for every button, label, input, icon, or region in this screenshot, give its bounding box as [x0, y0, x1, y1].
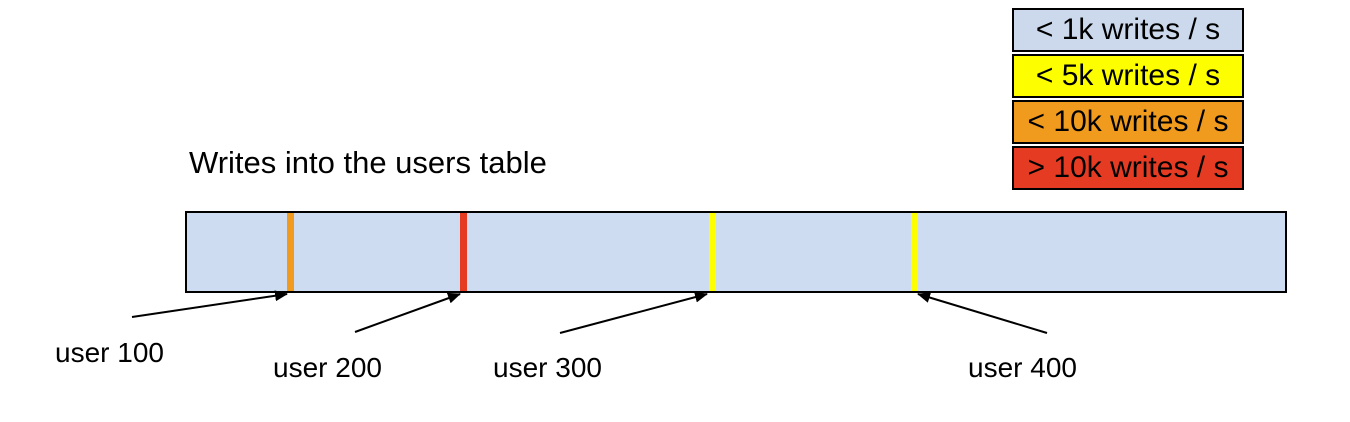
users-table-bar — [185, 211, 1287, 293]
legend-item-under-10k: < 10k writes / s — [1012, 100, 1244, 144]
legend-item-under-1k: < 1k writes / s — [1012, 8, 1244, 52]
label-user-200: user 200 — [273, 352, 382, 383]
write-hotspot-marker-user-300 — [709, 213, 716, 291]
legend-item-under-5k: < 5k writes / s — [1012, 54, 1244, 98]
arrow-user-200 — [354, 292, 461, 333]
legend: < 1k writes / s < 5k writes / s < 10k wr… — [1012, 8, 1244, 192]
legend-item-over-10k: > 10k writes / s — [1012, 146, 1244, 190]
write-hotspot-marker-user-100 — [287, 213, 294, 291]
legend-item-label: < 5k writes / s — [1035, 59, 1221, 92]
arrow-user-300 — [559, 291, 708, 334]
legend-item-label: < 1k writes / s — [1035, 13, 1221, 46]
write-hotspot-marker-user-200 — [460, 213, 467, 291]
legend-item-label: > 10k writes / s — [1027, 151, 1229, 184]
label-user-300: user 300 — [493, 352, 602, 383]
arrow-user-400 — [917, 292, 1048, 334]
label-user-400: user 400 — [968, 352, 1077, 383]
arrow-user-100 — [131, 290, 288, 318]
diagram-title: Writes into the users table — [189, 145, 547, 180]
legend-item-label: < 10k writes / s — [1027, 105, 1229, 138]
write-hotspot-marker-user-400 — [911, 213, 918, 291]
label-user-100: user 100 — [55, 337, 164, 368]
